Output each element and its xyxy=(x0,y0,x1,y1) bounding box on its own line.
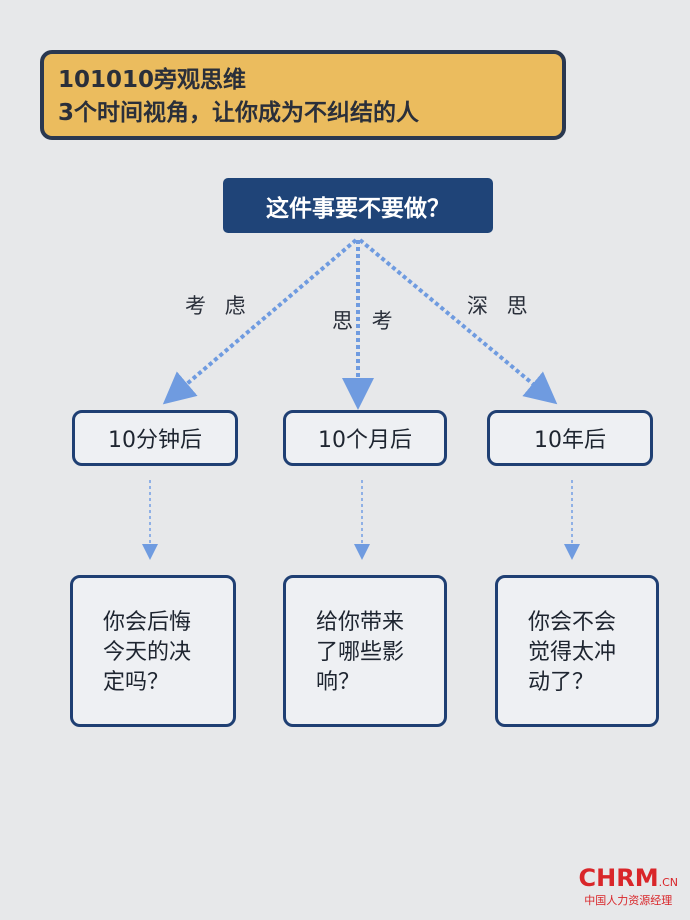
logo-suffix: .CN xyxy=(658,876,678,889)
title-box: 101010旁观思维 3个时间视角，让你成为不纠结的人 xyxy=(40,50,566,140)
question-regret: 你会后悔 今天的决 定吗？ xyxy=(70,575,236,727)
label-consider: 考 虑 xyxy=(185,294,252,318)
arrow-right xyxy=(358,238,558,405)
question-box: 这件事要不要做？ xyxy=(223,178,493,233)
logo-tagline: 中国人力资源经理 xyxy=(584,894,673,907)
title-line-1: 101010旁观思维 xyxy=(58,67,247,93)
logo-brand: CHRM xyxy=(578,864,659,892)
arrow-left xyxy=(162,238,358,405)
chrm-logo: CHRM.CN 中国人力资源经理 xyxy=(579,864,678,908)
title-line-2: 3个时间视角，让你成为不纠结的人 xyxy=(58,100,420,126)
timeframe-10-months: 10个月后 xyxy=(283,410,447,466)
label-think: 思 考 xyxy=(332,309,399,333)
label-deep-think: 深 思 xyxy=(467,294,534,318)
question-impulsive: 你会不会 觉得太冲 动了？ xyxy=(495,575,659,727)
timeframe-10-years: 10年后 xyxy=(487,410,653,466)
timeframe-10-minutes: 10分钟后 xyxy=(72,410,238,466)
question-impact: 给你带来 了哪些影 响？ xyxy=(283,575,447,727)
